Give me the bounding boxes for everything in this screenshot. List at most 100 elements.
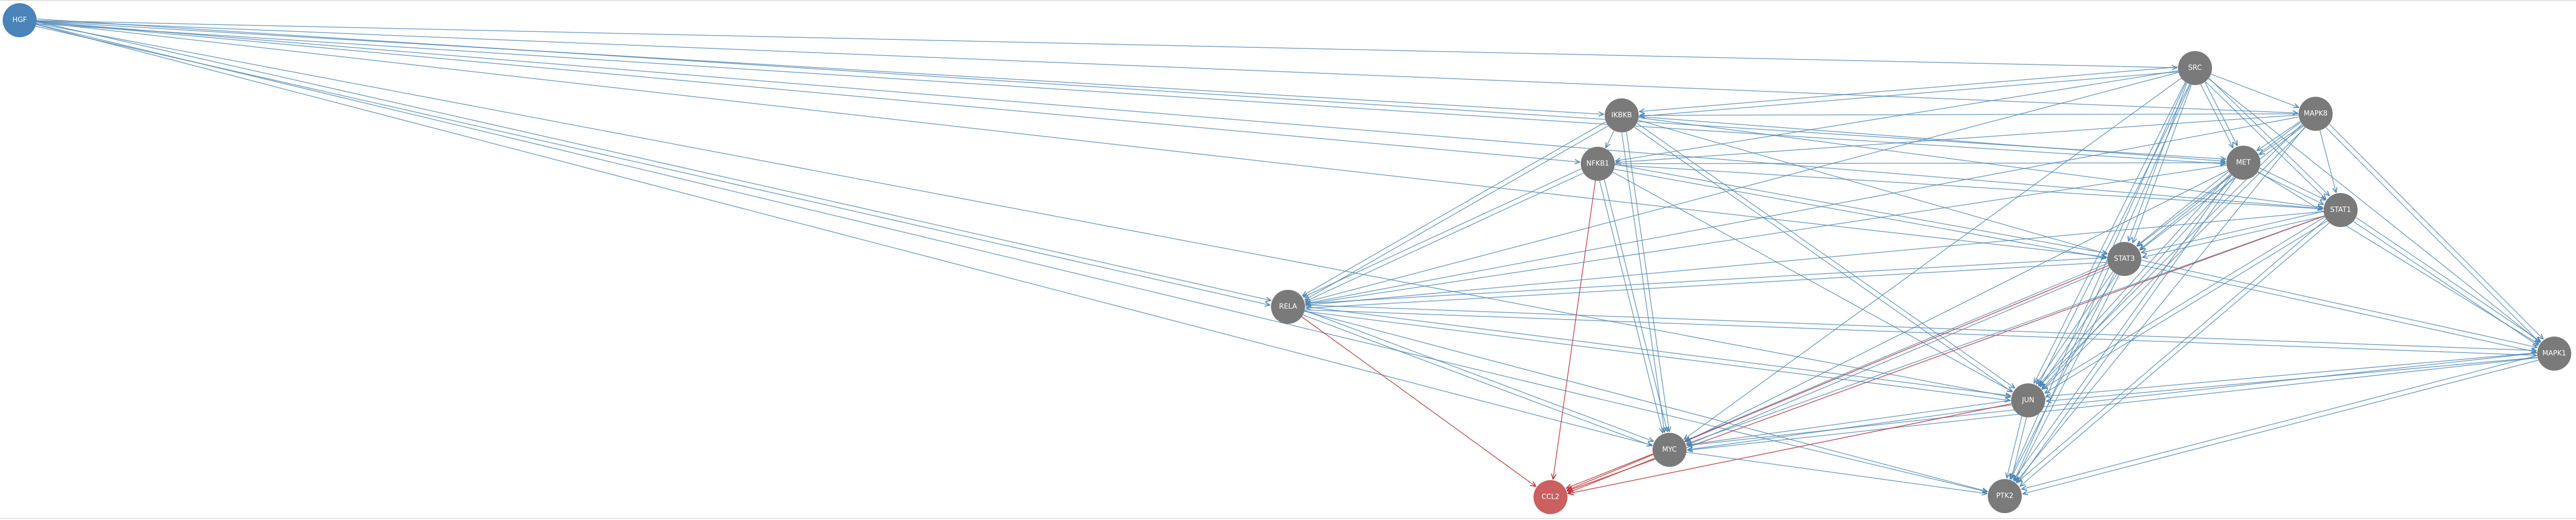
edge-src-to-mapk8 (2210, 73, 2299, 107)
edge-hgf-to-met (36, 23, 2225, 164)
edge-ikbkb-to-rela (1305, 125, 1608, 300)
edge-mapk8-to-nfkb1 (1616, 114, 2299, 162)
node-jun[interactable]: JUN (2011, 383, 2045, 417)
edge-rela-to-mapk1 (1305, 304, 2536, 351)
node-ptk2[interactable]: PTK2 (1988, 479, 2022, 513)
node-circle[interactable] (1653, 433, 1687, 467)
edge-ikbkb-to-stat3 (1638, 120, 2107, 254)
edge-met-to-jun (2039, 173, 2231, 385)
edge-mapk1-to-ptk2 (2022, 355, 2538, 489)
edge-mapk1-to-jun (2046, 352, 2537, 396)
node-circle[interactable] (2299, 97, 2333, 131)
edge-ikbkb-to-jun (1634, 127, 2012, 392)
edge-stat1-to-stat3 (2141, 211, 2324, 253)
edge-met-to-stat3 (2140, 175, 2232, 250)
edge-src-to-myc (1684, 78, 2182, 439)
node-nfkb1[interactable]: NFKB1 (1581, 147, 1615, 181)
edge-mapk8-to-met (2257, 121, 2301, 150)
edge-mapk8-to-stat3 (2137, 122, 2301, 246)
edge-ikbkb-to-jun (1637, 123, 2015, 388)
node-stat1[interactable]: STAT1 (2324, 193, 2358, 227)
node-circle[interactable] (2324, 193, 2358, 227)
edge-rela-to-ccl2 (1301, 316, 1536, 487)
edge-hgf-to-rela (36, 26, 1270, 305)
node-ikbkb[interactable]: IKBKB (1605, 98, 1639, 132)
node-src[interactable]: SRC (2178, 51, 2212, 85)
edge-met-to-ptk2 (2013, 174, 2232, 480)
edge-rela-to-jun (1304, 311, 2010, 401)
edge-mapk8-to-mapk1 (2325, 127, 2539, 342)
node-mapk8[interactable]: MAPK8 (2299, 97, 2333, 131)
node-mapk1[interactable]: MAPK1 (2537, 337, 2571, 371)
edge-jun-to-myc (1688, 405, 2012, 450)
node-circle[interactable] (2226, 146, 2260, 180)
node-circle[interactable] (2107, 242, 2141, 276)
edge-mapk8-to-stat1 (2319, 130, 2336, 192)
node-circle[interactable] (1605, 98, 1639, 132)
node-myc[interactable]: MYC (1653, 433, 1687, 467)
node-circle[interactable] (1271, 290, 1305, 324)
edge-src-to-stat3 (2133, 85, 2192, 243)
edge-nfkb1-to-rela (1303, 168, 1582, 297)
node-ccl2[interactable]: CCL2 (1533, 480, 1567, 514)
edge-myc-to-ptk2 (1686, 451, 1987, 493)
node-hgf[interactable]: HGF (3, 3, 37, 37)
node-circle[interactable] (1581, 147, 1615, 181)
top-border (0, 0, 2576, 1)
edge-ikbkb-to-myc (1626, 131, 1670, 432)
node-met[interactable]: MET (2226, 146, 2260, 180)
edge-stat1-to-myc (1687, 215, 2325, 444)
edge-met-to-mapk1 (2257, 171, 2539, 345)
edge-src-to-ikbkb (1640, 66, 2178, 112)
edge-met-to-ptk2 (2018, 178, 2236, 483)
edge-mapk1-to-jun (2046, 357, 2538, 401)
edge-ikbkb-to-nfkb1 (1606, 130, 1615, 148)
edge-stat1-to-mapk1 (2353, 221, 2538, 346)
edge-hgf-to-stat3 (36, 21, 2106, 257)
edge-rela-to-ptk2 (1304, 311, 1987, 491)
edge-stat1-to-ptk2 (2020, 222, 2330, 486)
edge-src-to-met (2200, 84, 2233, 148)
edge-jun-to-myc (1687, 400, 2011, 445)
node-circle[interactable] (3, 3, 37, 37)
edge-mapk8-to-ptk2 (2016, 127, 2306, 482)
edge-stat3-to-myc (1687, 267, 2110, 446)
edge-stat3-to-mapk1 (2141, 259, 2537, 348)
edge-nfkb1-to-myc (1599, 180, 1663, 433)
edge-hgf-to-ptk2 (36, 23, 1987, 492)
node-circle[interactable] (2178, 51, 2212, 85)
node-circle[interactable] (1533, 480, 1567, 514)
edge-mapk8-to-rela (1306, 116, 2299, 304)
edge-stat1-to-mapk1 (2355, 217, 2540, 341)
edge-met-to-stat3 (2137, 171, 2229, 246)
edge-hgf-to-stat1 (36, 21, 2323, 209)
node-circle[interactable] (2537, 337, 2571, 371)
node-circle[interactable] (1988, 479, 2022, 513)
edge-stat1-to-stat3 (2142, 215, 2325, 257)
edge-ikbkb-to-myc (1621, 132, 1665, 432)
edge-met-to-stat1 (2259, 167, 2326, 200)
edge-mapk1-to-myc (1687, 353, 2537, 446)
edge-src-to-mapk1 (2208, 78, 2540, 342)
edge-stat3-to-rela (1306, 262, 2108, 308)
edge-src-to-ptk2 (2010, 82, 2187, 479)
edge-stat1-to-rela (1306, 211, 2324, 305)
edge-mapk1-to-ptk2 (2023, 359, 2539, 493)
edge-jun-to-ptk2 (2007, 416, 2022, 478)
node-stat3[interactable]: STAT3 (2107, 242, 2141, 276)
edge-layer (36, 18, 2543, 494)
node-rela[interactable]: RELA (1271, 290, 1305, 324)
edge-rela-to-mapk1 (1304, 309, 2536, 356)
edge-stat3-to-rela (1306, 257, 2107, 303)
edge-met-to-rela (1306, 165, 2227, 304)
edge-hgf-to-mapk8 (36, 20, 2298, 113)
edge-met-to-stat1 (2257, 172, 2324, 204)
edge-src-to-ptk2 (2014, 84, 2191, 481)
edge-stat3-to-myc (1685, 263, 2108, 441)
edge-mapk8-to-ikbkb (1640, 114, 2299, 115)
edge-src-to-ikbkb (1640, 71, 2179, 116)
edge-mapk1-to-myc (1688, 357, 2538, 450)
node-circle[interactable] (2011, 383, 2045, 417)
